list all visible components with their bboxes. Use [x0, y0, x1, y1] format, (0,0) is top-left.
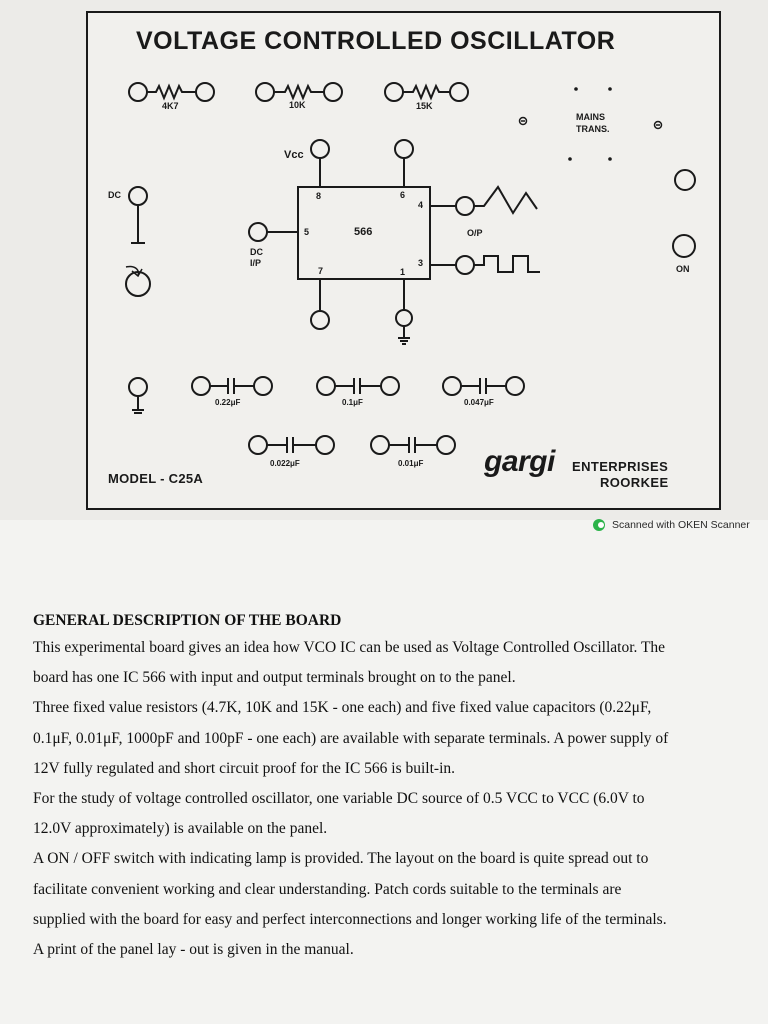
description-heading: GENERAL DESCRIPTION OF THE BOARD: [33, 612, 342, 629]
scanner-text: Scanned with OKEN Scanner: [612, 519, 750, 531]
dc-label: DC: [108, 190, 121, 200]
capacitor-label: 0.22μF: [215, 398, 241, 407]
output-label: O/P: [467, 228, 483, 238]
description-section: GENERAL DESCRIPTION OF THE BOARD This ex…: [33, 612, 758, 965]
dc-ip-label: DC: [250, 247, 263, 257]
resistor-15k-symbol: [384, 82, 469, 102]
description-line: A print of the panel lay - out is given …: [33, 941, 354, 959]
mains-label: MAINS: [576, 112, 605, 122]
capacitor-0.22uF-symbol: [191, 376, 273, 396]
description-line: 12.0V approximately) is available on the…: [33, 820, 328, 838]
model-label: MODEL - C25A: [108, 471, 204, 486]
pin-5-label: 5: [304, 227, 310, 237]
capacitor-0.1uF-symbol: [316, 376, 400, 396]
dc-ip-label: I/P: [250, 258, 262, 268]
panel-title: VOLTAGE CONTROLLED OSCILLATOR: [136, 27, 616, 55]
capacitor-label: 0.022μF: [270, 459, 300, 468]
on-switch-label: ON: [676, 264, 690, 274]
pin-1-label: 1: [400, 267, 406, 277]
capacitor-0.047uF-symbol: [442, 376, 525, 396]
ic-label: 566: [354, 226, 373, 238]
description-line: This experimental board gives an idea ho…: [33, 639, 666, 656]
description-line: A ON / OFF switch with indicating lamp i…: [33, 850, 649, 868]
description-line: Three fixed value resistors (4.7K, 10K a…: [33, 699, 652, 717]
capacitor-label: 0.1μF: [342, 398, 363, 407]
pin-6-label: 6: [400, 190, 406, 200]
pin-7-label: 7: [318, 266, 324, 276]
resistor-label: 10K: [289, 100, 306, 110]
description-line: facilitate convenient working and clear …: [33, 880, 622, 898]
brand-suffix: ENTERPRISES: [572, 459, 669, 474]
description-line: 0.1μF, 0.01μF, 1000pF and 100pF - one ea…: [33, 729, 669, 747]
description-line: supplied with the board for easy and per…: [33, 910, 667, 928]
capacitor-0.022uF-symbol: [248, 435, 335, 455]
capacitor-label: 0.01μF: [398, 459, 424, 468]
pin-8-label: 8: [316, 191, 322, 201]
description-line: 12V fully regulated and short circuit pr…: [33, 759, 456, 777]
resistor-label: 4K7: [162, 101, 179, 111]
resistor-4k7-symbol: [128, 82, 215, 102]
oken-scanner-icon: [592, 518, 606, 532]
capacitor-label: 0.047μF: [464, 398, 494, 407]
description-line: board has one IC 566 with input and outp…: [33, 669, 516, 687]
pin-4-label: 4: [418, 200, 424, 210]
panel-schematic: [125, 82, 696, 455]
brand-city: ROORKEE: [600, 475, 669, 490]
brand-logo-text: gargi: [484, 445, 555, 478]
resistor-label: 15K: [416, 101, 433, 111]
pin-3-label: 3: [418, 258, 424, 268]
capacitor-0.01uF-symbol: [370, 435, 456, 455]
trans-label: TRANS.: [576, 124, 610, 134]
board-panel-diagram: VOLTAGE CONTROLLED OSCILLATOR 4K7 10K 15…: [86, 11, 721, 510]
scanner-watermark: Scanned with OKEN Scanner: [592, 518, 750, 532]
vcc-label: Vcc: [284, 149, 304, 161]
resistor-10k-symbol: [255, 82, 343, 102]
description-line: For the study of voltage controlled osci…: [33, 790, 645, 808]
